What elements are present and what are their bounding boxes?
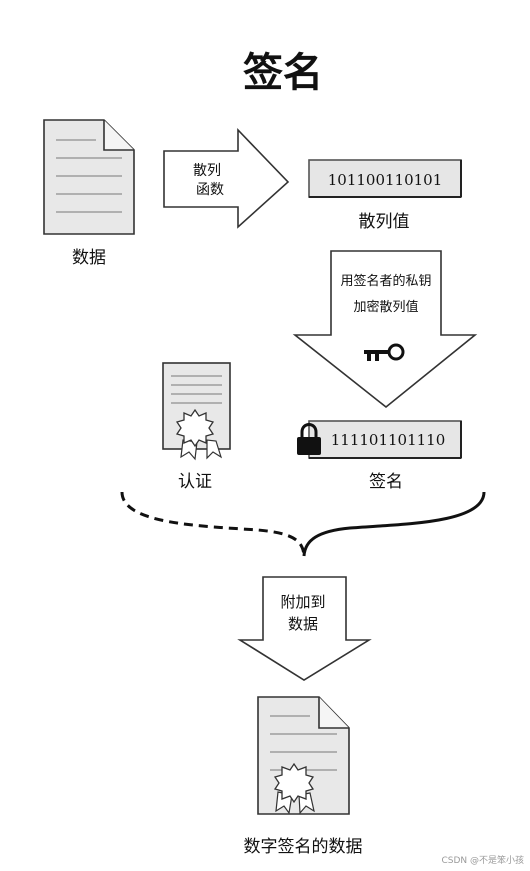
hash-value-label: 散列值 <box>359 212 410 232</box>
signature-bits: 111101101110 <box>331 431 446 449</box>
certificate-connector <box>120 491 306 557</box>
certificate-label: 认证 <box>178 472 212 492</box>
hash-value-bits: 101100110101 <box>328 171 443 189</box>
hash-function-arrow <box>163 128 290 229</box>
encrypt-label-1: 用签名者的私钥 <box>340 273 431 289</box>
attach-arrow <box>237 576 372 681</box>
signature-connector <box>302 491 486 557</box>
key-icon <box>364 343 405 361</box>
document-icon <box>43 119 135 235</box>
seal-icon <box>273 762 315 804</box>
lock-icon <box>297 423 321 455</box>
data-label: 数据 <box>72 248 106 268</box>
seal-icon <box>175 408 215 448</box>
signature-label: 签名 <box>369 472 403 492</box>
signature-box <box>308 420 462 459</box>
hash-value-box <box>308 159 462 198</box>
hash-function-label-2: 函数 <box>196 182 224 198</box>
watermark: CSDN @不是笨小孩 <box>441 854 524 866</box>
attach-label-2: 数据 <box>288 615 318 633</box>
signed-data-label: 数字签名的数据 <box>244 837 363 857</box>
encrypt-label-2: 加密散列值 <box>353 299 418 315</box>
hash-function-label-1: 散列 <box>193 163 221 179</box>
attach-label-1: 附加到 <box>280 593 325 611</box>
certificate-icon <box>162 362 231 461</box>
diagram-title: 签名 <box>243 49 323 96</box>
encrypt-arrow <box>292 250 478 409</box>
